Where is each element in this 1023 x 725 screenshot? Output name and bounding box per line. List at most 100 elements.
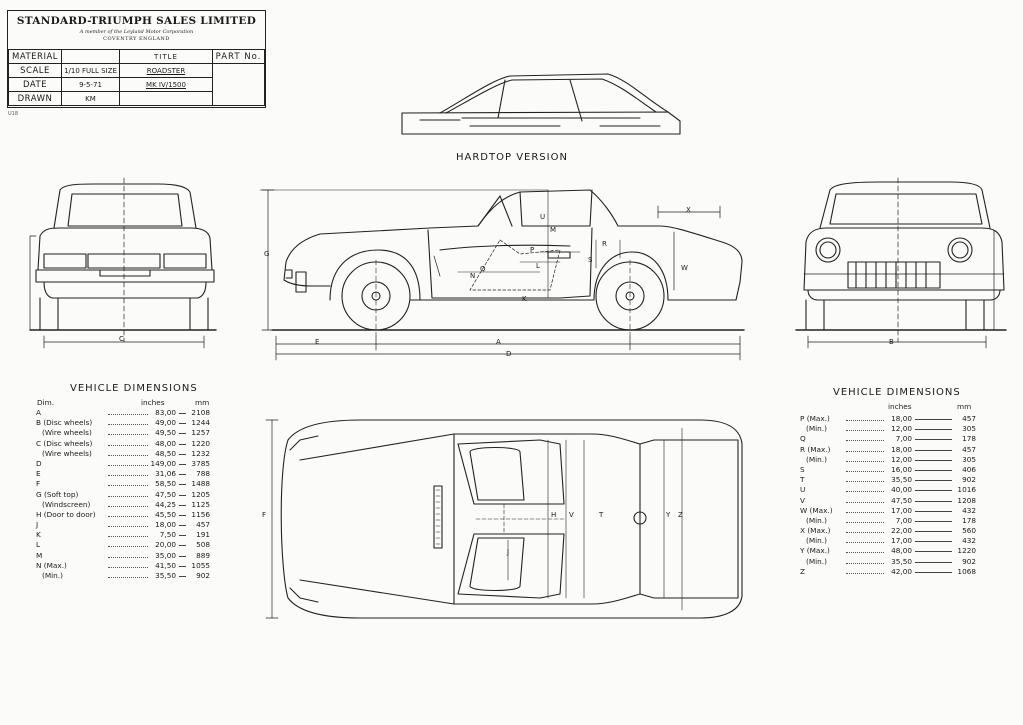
dimension-label: Q	[800, 434, 806, 444]
dimension-mm: 457	[962, 444, 976, 454]
dim-label-b: B	[889, 338, 894, 346]
plan-view	[265, 419, 743, 619]
leader-line	[108, 566, 148, 568]
leader-line	[179, 576, 186, 577]
leader-line	[846, 460, 884, 462]
title-block-table: MATERIAL TITLE PART No. SCALE 1/10 FULL …	[8, 49, 265, 106]
leader-line	[108, 526, 148, 528]
leader-line	[108, 546, 148, 548]
leader-line	[846, 491, 884, 493]
dimension-mm: 3785	[191, 458, 210, 468]
dimension-inches: 35,50	[891, 556, 912, 566]
dimension-inches: 47,50	[891, 495, 912, 505]
dimension-mm: 305	[962, 424, 976, 434]
leader-line	[108, 444, 148, 446]
dimension-inches: 12,00	[891, 424, 912, 434]
leader-line	[915, 419, 952, 420]
leader-line	[179, 555, 186, 557]
leader-line	[108, 464, 148, 466]
member-note: A member of the Leyland Motor Corporatio…	[79, 29, 194, 35]
dimension-label: N (Max.)	[36, 560, 67, 570]
leader-line	[846, 501, 884, 503]
dimension-label: R (Max.)	[800, 444, 831, 454]
dimension-label: G (Soft top)	[36, 489, 79, 499]
leader-line	[915, 531, 952, 533]
dimension-inches: 48,00	[155, 438, 176, 448]
dimension-mm: 1205	[191, 489, 210, 499]
leader-line	[915, 449, 952, 451]
dimension-label: W (Max.)	[800, 505, 833, 515]
dim-label-q: Q	[480, 265, 486, 273]
dim-label-w: W	[681, 264, 688, 272]
dimension-label: H (Door to door)	[36, 509, 96, 519]
leader-line	[108, 536, 148, 538]
leader-line	[915, 490, 952, 492]
leader-line	[846, 542, 884, 544]
dimension-label: (Min.)	[806, 556, 827, 566]
leader-line	[915, 439, 952, 441]
dimension-label: L	[36, 540, 41, 550]
dimension-inches: 47,50	[155, 489, 176, 499]
dimension-mm: 508	[196, 540, 210, 550]
dim-label-k: K	[522, 295, 527, 303]
leader-line	[108, 454, 148, 456]
drawing-id: U18	[8, 111, 19, 117]
dimension-label: (Min.)	[42, 571, 63, 580]
dimension-mm: 889	[196, 550, 210, 560]
leader-line	[915, 500, 952, 502]
dim-label-g: G	[264, 250, 270, 258]
front-view	[795, 177, 1007, 349]
leader-line	[179, 474, 186, 476]
dim-label-f: F	[262, 511, 267, 519]
dim-label-l: L	[536, 262, 540, 270]
dimension-inches: 18,00	[891, 414, 912, 423]
dimension-mm: 1257	[191, 428, 210, 438]
dimension-label: T	[800, 475, 805, 485]
dimension-mm: 1016	[957, 485, 976, 495]
leader-line	[846, 430, 884, 432]
dimension-label: F	[36, 479, 41, 489]
leader-line	[846, 552, 884, 554]
hardtop-heading: HARDTOP VERSION	[456, 152, 568, 163]
dimension-inches: 31,06	[155, 469, 176, 479]
dimension-label: C (Disc wheels)	[36, 438, 93, 448]
leader-line	[108, 505, 148, 507]
leader-line	[108, 515, 148, 517]
leader-line	[108, 577, 148, 578]
dimension-label: (Min.)	[806, 536, 827, 546]
dimension-mm: 1055	[191, 560, 210, 570]
leader-line	[915, 429, 952, 431]
dimension-inches: 22,00	[891, 526, 912, 536]
dimension-mm: 1208	[957, 495, 976, 505]
dimension-mm: 788	[196, 469, 210, 479]
leader-line	[846, 532, 884, 534]
leader-line	[108, 434, 148, 436]
right-table-heading: VEHICLE DIMENSIONS	[833, 387, 961, 398]
leader-line	[846, 481, 884, 483]
dimension-mm: 2108	[191, 408, 210, 417]
dimension-mm: 406	[962, 464, 976, 474]
dimension-inches: 45,50	[155, 509, 176, 519]
leader-line	[108, 485, 148, 487]
dimension-inches: 7,00	[895, 434, 912, 444]
title-block: STANDARD-TRIUMPH SALES LIMITED A member …	[7, 10, 266, 108]
dimension-row: G (Soft top) 47,50 1205	[36, 490, 214, 500]
dimension-inches: 7,00	[895, 515, 912, 525]
dimension-label: B (Disc wheels)	[36, 418, 93, 428]
dim-label-t: T	[599, 511, 604, 519]
